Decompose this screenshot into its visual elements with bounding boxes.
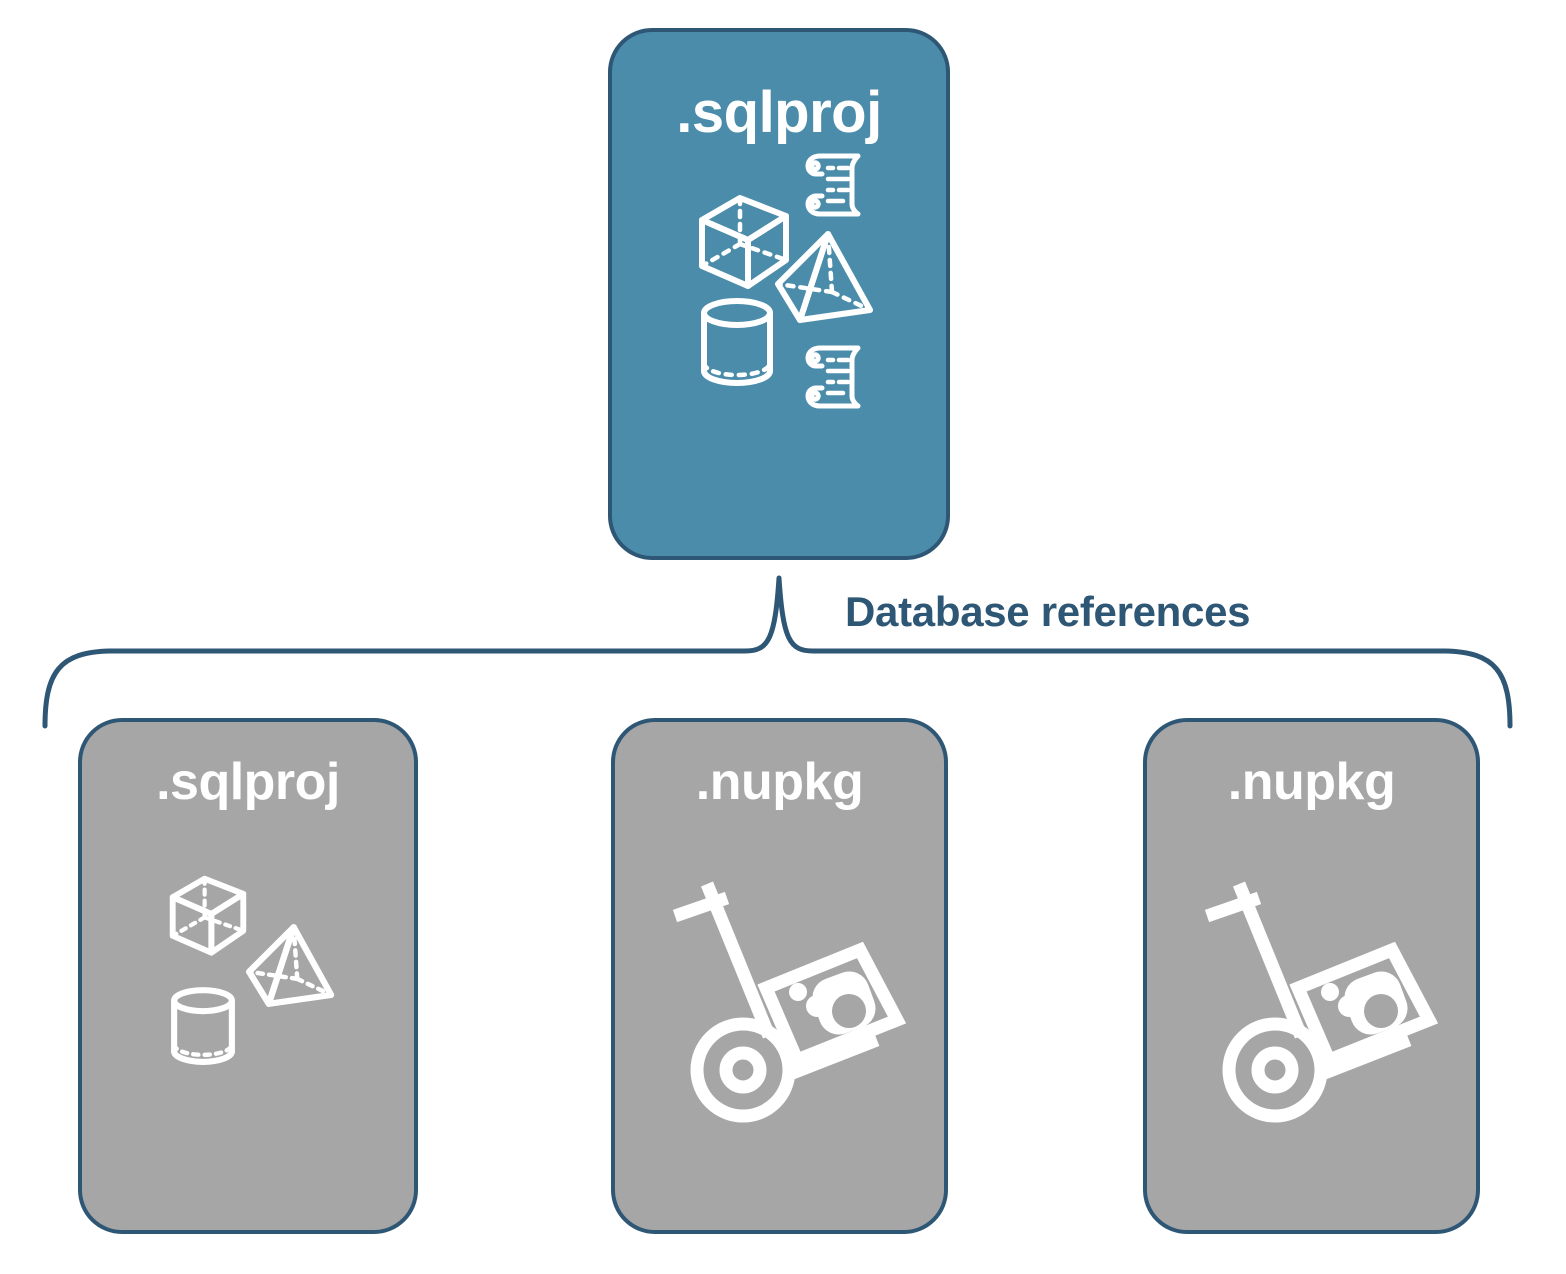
cylinder-icon	[171, 987, 235, 1065]
scroll-icon	[805, 153, 861, 217]
node-artwork	[82, 808, 414, 1230]
cylinder-icon	[701, 298, 773, 386]
node-child-sqlproj[interactable]: .sqlproj	[78, 718, 418, 1234]
scroll-icon	[805, 345, 861, 409]
node-artwork	[612, 142, 946, 556]
node-title: .nupkg	[1227, 753, 1396, 811]
node-child-nupkg-1[interactable]: .nupkg	[611, 718, 948, 1234]
connector-label: Database references	[845, 588, 1251, 635]
nuget-package-dolly-icon	[672, 881, 907, 1123]
cube-icon	[169, 875, 247, 956]
node-title: .nupkg	[695, 753, 864, 811]
pyramid-icon	[775, 231, 873, 323]
node-artwork	[615, 808, 944, 1230]
nuget-package-dolly-icon	[1204, 881, 1439, 1123]
node-artwork	[1147, 808, 1476, 1230]
node-top-sqlproj[interactable]: .sqlproj	[608, 28, 950, 560]
node-title: .sqlproj	[676, 80, 882, 145]
node-title: .sqlproj	[156, 753, 340, 811]
pyramid-icon	[246, 924, 335, 1007]
node-child-nupkg-2[interactable]: .nupkg	[1143, 718, 1480, 1234]
cube-icon	[699, 195, 789, 289]
